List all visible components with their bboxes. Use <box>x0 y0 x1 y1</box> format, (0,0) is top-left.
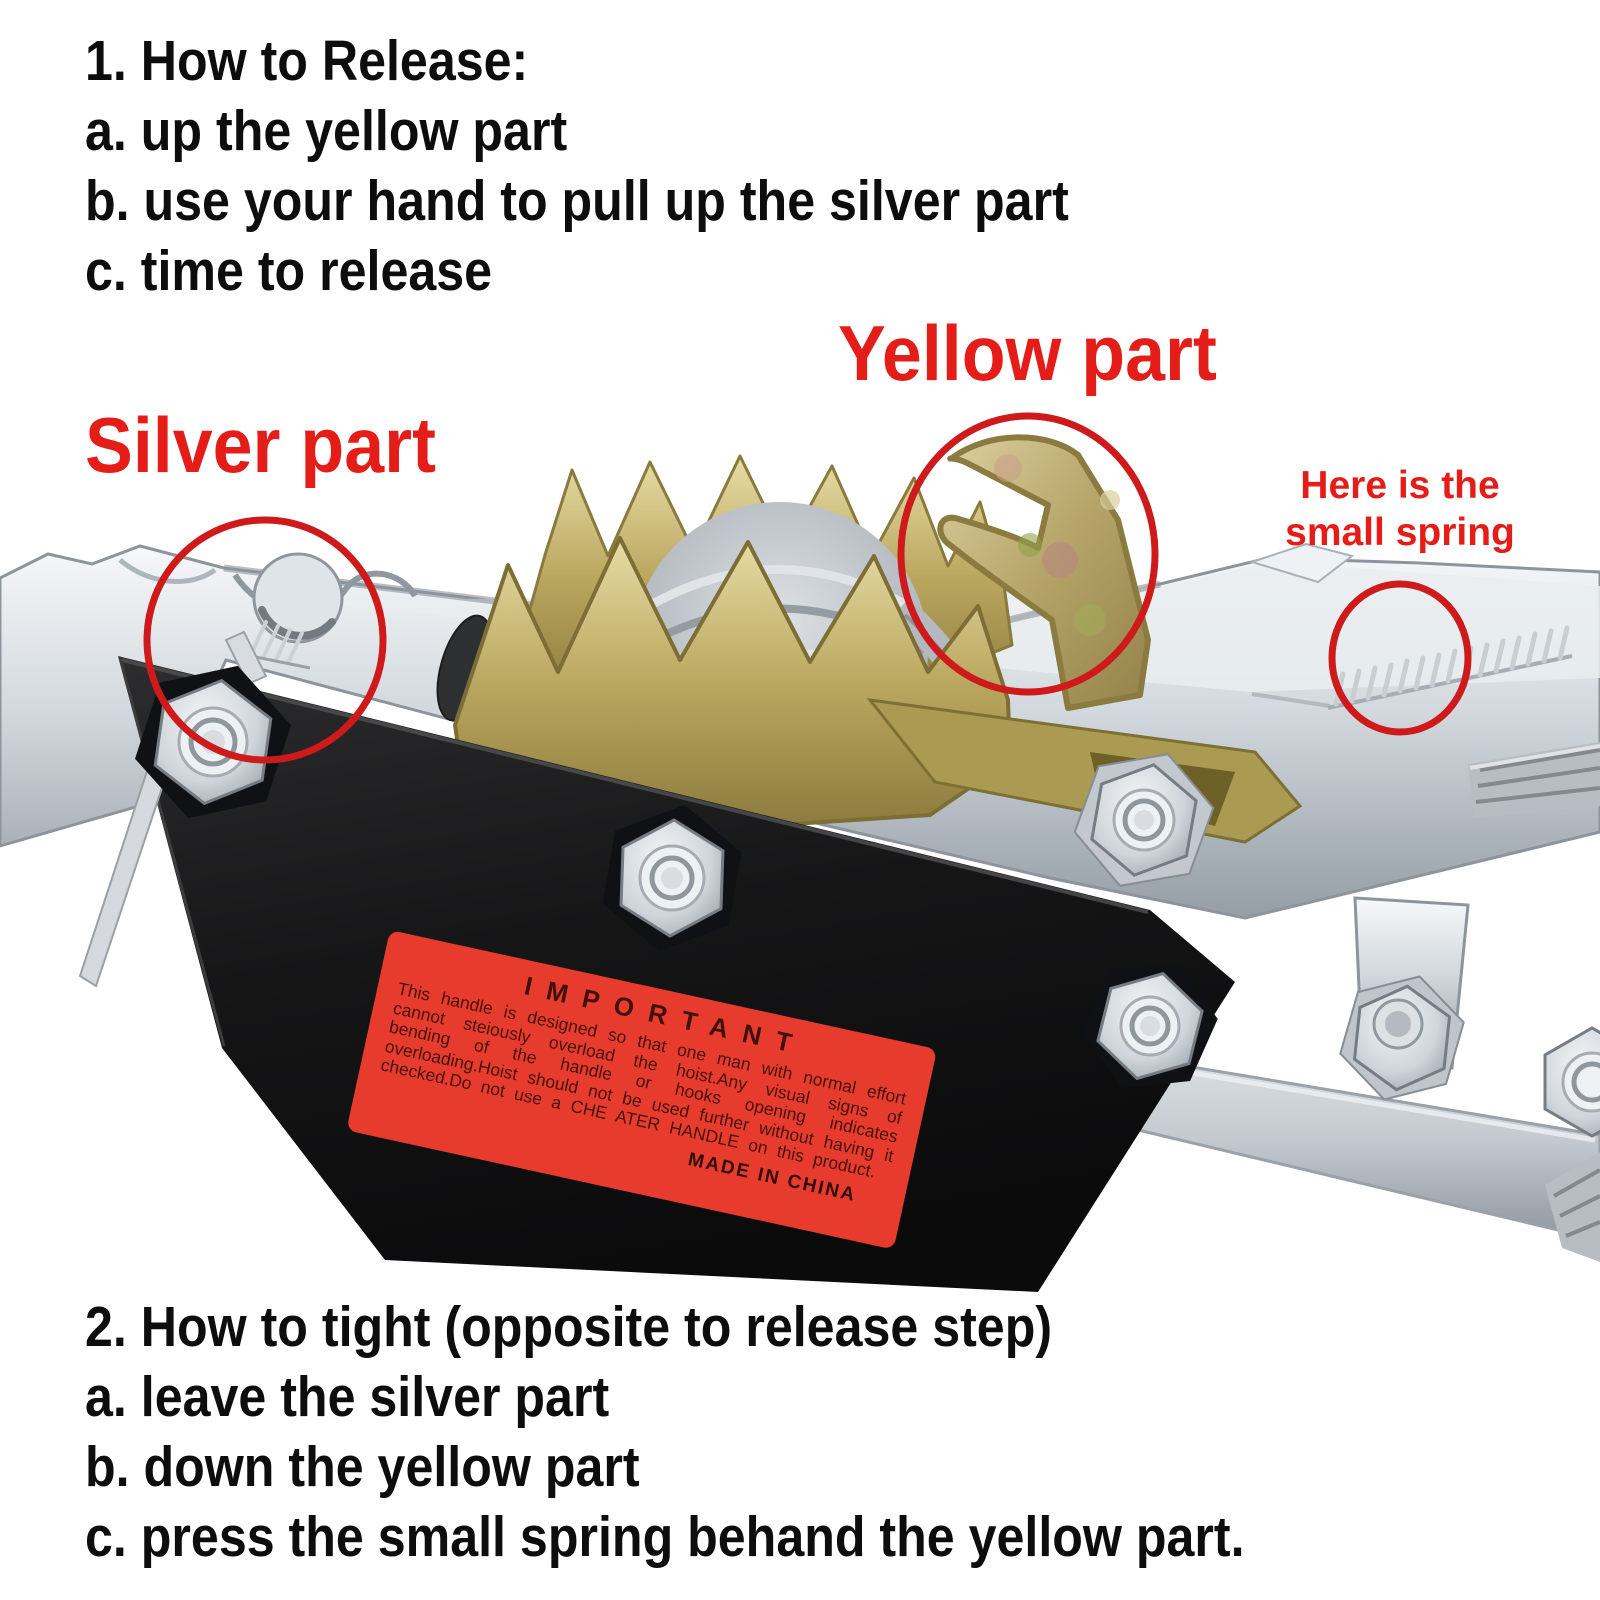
release-step-c: c. time to release <box>85 239 493 303</box>
cable-right <box>1468 742 1600 818</box>
hex-nut-with-stud <box>1339 975 1465 1101</box>
small-spring-circle <box>1328 580 1472 736</box>
yellow-pawl-claw <box>937 434 1151 711</box>
silver-part-callout: Silver part <box>85 401 436 489</box>
tighten-title: 2. How to tight (opposite to release ste… <box>85 1295 1053 1359</box>
hex-nut <box>1082 963 1218 1089</box>
tighten-step-c: c. press the small spring behand the yel… <box>85 1505 1245 1569</box>
tighten-step-b: b. down the yellow part <box>85 1435 640 1499</box>
yellow-part-circle <box>897 412 1159 696</box>
hex-nut <box>1073 753 1215 887</box>
hex-nut <box>602 805 742 951</box>
release-instructions: 1. How to Release: a. up the yellow part… <box>85 26 1069 306</box>
release-title: 1. How to Release: <box>85 29 529 93</box>
release-step-b: b. use your hand to pull up the silver p… <box>85 169 1069 233</box>
small-spring-callout-line1: Here is the <box>1300 464 1500 507</box>
silver-release-cam <box>224 552 344 686</box>
release-step-a: a. up the yellow part <box>85 99 568 163</box>
tighten-instructions: 2. How to tight (opposite to release ste… <box>85 1292 1245 1572</box>
silver-part-circle <box>143 516 387 764</box>
tighten-step-a: a. leave the silver part <box>85 1365 610 1429</box>
small-spring-callout: Here is the small spring <box>1250 462 1550 556</box>
cable-bottom-right <box>1545 1152 1600 1262</box>
yellow-part-callout: Yellow part <box>838 309 1217 397</box>
hex-nut <box>135 665 291 819</box>
hex-nut <box>1543 1026 1600 1138</box>
small-spring-callout-line2: small spring <box>1285 511 1515 554</box>
